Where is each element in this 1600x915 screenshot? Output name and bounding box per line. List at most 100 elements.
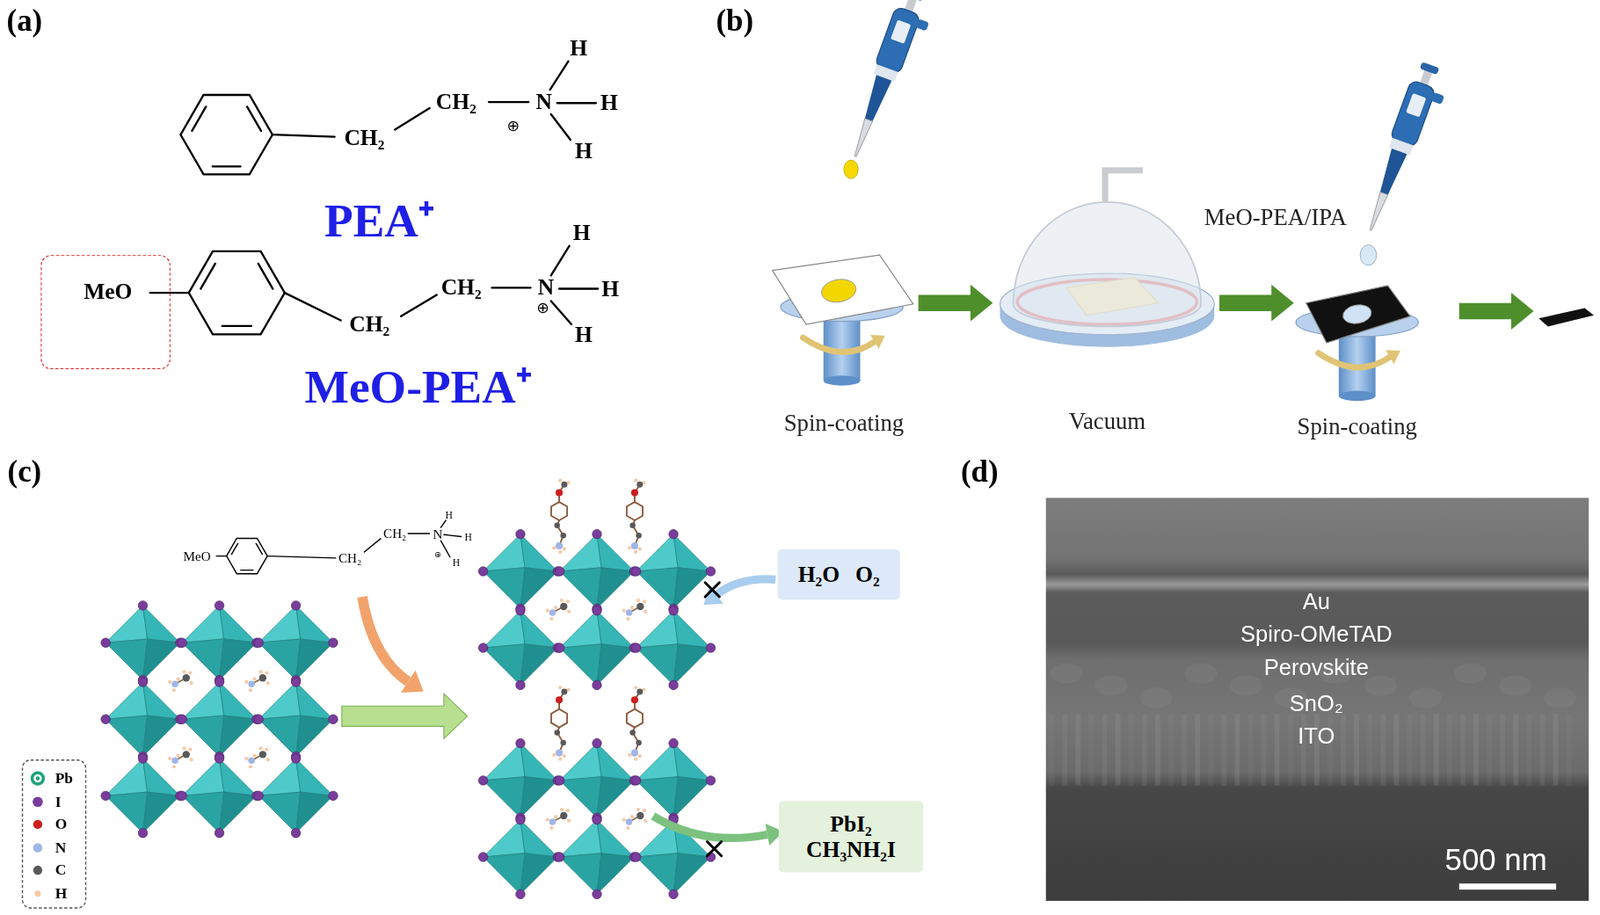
hydrogen-atom xyxy=(545,609,550,613)
grain-texture xyxy=(1115,713,1121,786)
iodide-atom xyxy=(138,754,147,764)
grain-texture xyxy=(1543,687,1577,708)
panel-label: (b) xyxy=(715,5,754,37)
bond-line xyxy=(550,61,569,90)
octahedron-face xyxy=(219,682,257,720)
bond-line xyxy=(559,287,598,290)
iodide-atom xyxy=(705,643,715,653)
grain-texture xyxy=(1248,713,1254,786)
legend-box xyxy=(22,760,87,909)
grain-texture xyxy=(1433,713,1440,786)
iodide-atom xyxy=(214,601,224,611)
hydrogen-atom xyxy=(175,753,180,757)
step-caption: Spin-coating xyxy=(784,411,904,436)
legend-swatch xyxy=(30,770,45,786)
bond-line xyxy=(551,300,572,325)
grain-texture xyxy=(1498,675,1532,696)
iodide-atom xyxy=(101,791,110,800)
grain-texture xyxy=(1094,675,1128,696)
octahedron-face xyxy=(296,639,334,681)
perovskite-lattice xyxy=(478,738,715,899)
hydrogen-atom xyxy=(633,479,638,483)
iodide-atom xyxy=(101,714,110,724)
legend-text: H xyxy=(55,885,68,903)
octahedron-face xyxy=(636,610,678,648)
hydrogen-atom xyxy=(248,688,253,692)
hydrogen-atom xyxy=(258,669,262,674)
iodide-atom xyxy=(177,638,187,648)
iodide-atom xyxy=(554,852,564,862)
atom-label: CH₂ xyxy=(383,527,407,541)
bond-line xyxy=(216,555,227,557)
octahedron-face xyxy=(560,610,602,648)
octahedron-face xyxy=(258,792,300,834)
double-bond xyxy=(240,569,254,571)
octahedron-face xyxy=(181,758,224,796)
iodide-atom xyxy=(669,680,678,690)
blocked-mark xyxy=(705,582,720,597)
pipette-button xyxy=(904,0,924,2)
molecule-ring xyxy=(551,501,568,521)
octahedron-face xyxy=(483,743,525,781)
octahedron-face xyxy=(636,853,678,895)
bond-line xyxy=(440,520,446,528)
hydrogen-atom xyxy=(558,685,562,690)
panel-label: (c) xyxy=(7,456,43,488)
nitrogen-atom xyxy=(625,609,633,616)
octahedron-face xyxy=(673,853,711,895)
octahedron-face xyxy=(596,610,634,648)
structure-panel xyxy=(150,61,599,335)
iodide-atom xyxy=(138,828,147,837)
double-bond xyxy=(191,106,206,131)
iodide-atom xyxy=(705,776,715,786)
hydrogen-atom xyxy=(642,599,647,604)
grain-texture xyxy=(1221,713,1227,786)
octahedron-face xyxy=(560,743,602,781)
meo-pea-molecule xyxy=(626,685,647,761)
octahedron-face xyxy=(105,682,147,720)
legend-swatch xyxy=(34,890,41,897)
grain-texture xyxy=(1526,713,1532,786)
hydrogen-atom xyxy=(244,756,248,761)
layer-label: Perovskite xyxy=(1264,656,1369,680)
hydrogen-atom xyxy=(167,680,172,684)
iodide-atom xyxy=(214,828,224,837)
arrow-head xyxy=(400,670,424,693)
cross-line xyxy=(706,842,721,857)
curved-arrow xyxy=(716,579,776,596)
grain-texture xyxy=(1141,713,1148,786)
octahedron-face xyxy=(219,715,257,757)
hydrogen-atom xyxy=(566,599,570,604)
carbon-atom xyxy=(560,481,568,488)
hydrogen-atom xyxy=(625,617,630,621)
sem-image xyxy=(1046,497,1589,901)
mechanism-panel xyxy=(22,479,785,909)
oxygen-atom xyxy=(631,489,639,497)
scale-bar xyxy=(1459,883,1557,890)
iodide-atom xyxy=(669,738,678,748)
octahedron-face xyxy=(673,644,711,686)
process-arrow xyxy=(1459,292,1535,330)
rotation-arrow xyxy=(1318,353,1390,368)
grain-texture xyxy=(1274,713,1280,786)
bond-line xyxy=(557,101,597,104)
bond-line xyxy=(443,534,462,537)
atom-label: H xyxy=(445,509,453,521)
double-bond xyxy=(255,543,262,554)
octahedron-face xyxy=(520,567,558,610)
nitrogen-atom xyxy=(171,757,178,764)
hydrogen-atom xyxy=(188,747,192,751)
oxygen-atom xyxy=(555,696,563,704)
bond-line xyxy=(267,556,336,559)
grain-texture xyxy=(1486,713,1492,786)
iodide-atom xyxy=(516,814,525,824)
hydrogen-atom xyxy=(253,676,257,681)
iodide-atom xyxy=(631,643,640,653)
legend-entry: Pb xyxy=(24,768,87,789)
octahedron-face xyxy=(483,534,525,572)
legend-text: N xyxy=(55,838,67,857)
carbon-atom xyxy=(635,532,642,539)
arrow-head xyxy=(1385,349,1401,364)
grain-texture xyxy=(1353,713,1360,786)
